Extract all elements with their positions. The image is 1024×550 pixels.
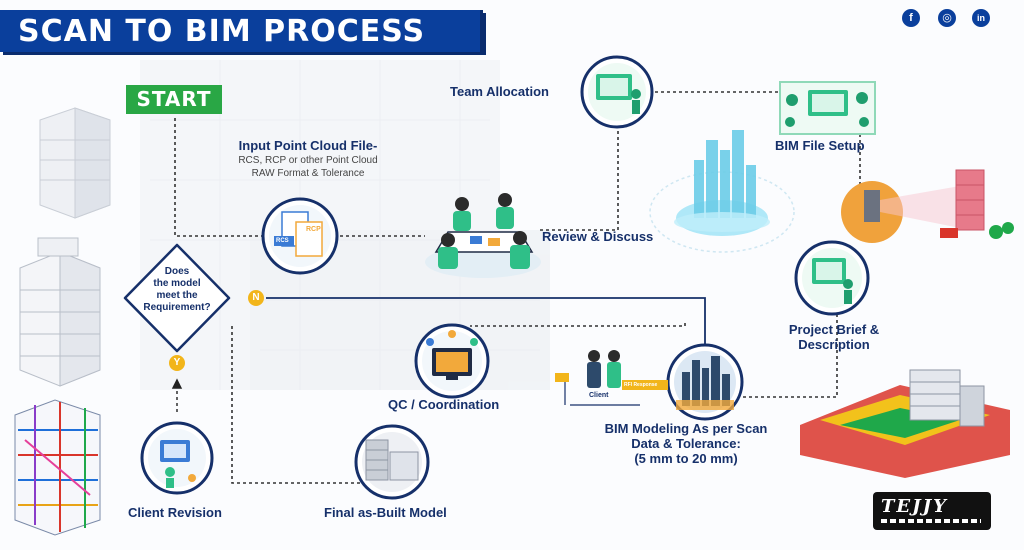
project-brief-line1: Project Brief & <box>788 322 880 337</box>
final-model-label: Final as-Built Model <box>324 505 447 520</box>
qc-coordination-label: QC / Coordination <box>388 397 500 412</box>
building-mid-left <box>19 237 101 387</box>
input-step-line2: RAW Format & Tolerance <box>251 168 365 179</box>
review-discuss-label: Review & Discuss <box>542 229 654 244</box>
bim-file-setup-label: BIM File Setup <box>775 138 865 153</box>
review-meeting-illustration <box>425 193 541 278</box>
point-cloud-scan-illustration <box>800 369 1010 478</box>
client-revision-label: Client Revision <box>128 505 222 520</box>
decision-line2: the model <box>153 278 201 289</box>
start-label: START <box>136 87 212 111</box>
logo-text: TEJJY <box>881 496 948 517</box>
project-brief-line2: Description <box>798 337 870 352</box>
input-step-line1: RCS, RCP or other Point Cloud <box>238 155 378 166</box>
input-file-icon <box>261 197 339 275</box>
qc-coordination-icon <box>414 323 490 399</box>
decision-line1: Does <box>164 266 190 277</box>
instagram-icon[interactable]: ◎ <box>938 9 956 27</box>
facebook-icon[interactable]: f <box>902 9 920 27</box>
rcs-tag: RCS <box>276 238 289 244</box>
client-revision-icon <box>140 421 214 495</box>
client-tag: Client <box>589 392 609 399</box>
decision-line3: meet the <box>156 290 198 301</box>
no-badge: N <box>248 290 264 306</box>
mep-building-bottom-left <box>14 399 101 536</box>
building-top-left <box>39 107 111 219</box>
title-banner: SCAN TO BIM PROCESS <box>0 10 483 52</box>
bim-modeling-line2: Data & Tolerance: <box>631 436 741 451</box>
tejjy-logo: TEJJY <box>873 492 991 530</box>
rfi-response-tag: RFI Response <box>624 382 658 388</box>
bim-modeling-icon <box>666 343 744 421</box>
input-step-title: Input Point Cloud File- <box>238 138 378 153</box>
bim-modeling-line3: (5 mm to 20 mm) <box>634 451 738 466</box>
city-hologram-illustration <box>649 130 795 253</box>
start-box: START <box>126 85 222 114</box>
flow-connectors <box>174 91 861 484</box>
logo-strip <box>881 519 981 523</box>
decision-diamond <box>123 243 231 353</box>
bim-modeling-line1: BIM Modeling As per Scan <box>604 421 768 436</box>
client-handshake-illustration <box>555 350 668 406</box>
laser-scanner-illustration <box>841 169 1014 243</box>
linkedin-icon[interactable]: in <box>972 9 990 27</box>
final-model-icon <box>354 424 430 500</box>
yes-badge: Y <box>169 355 185 371</box>
no-path-line <box>266 297 706 345</box>
team-allocation-label: Team Allocation <box>450 84 549 99</box>
decision-line4: Requirement? <box>143 302 211 313</box>
team-allocation-icon <box>580 55 654 129</box>
page-title: SCAN TO BIM PROCESS <box>18 14 426 49</box>
rcp-tag: RCP <box>306 226 321 233</box>
project-brief-icon <box>794 240 870 316</box>
bim-file-setup-icon <box>779 81 876 135</box>
